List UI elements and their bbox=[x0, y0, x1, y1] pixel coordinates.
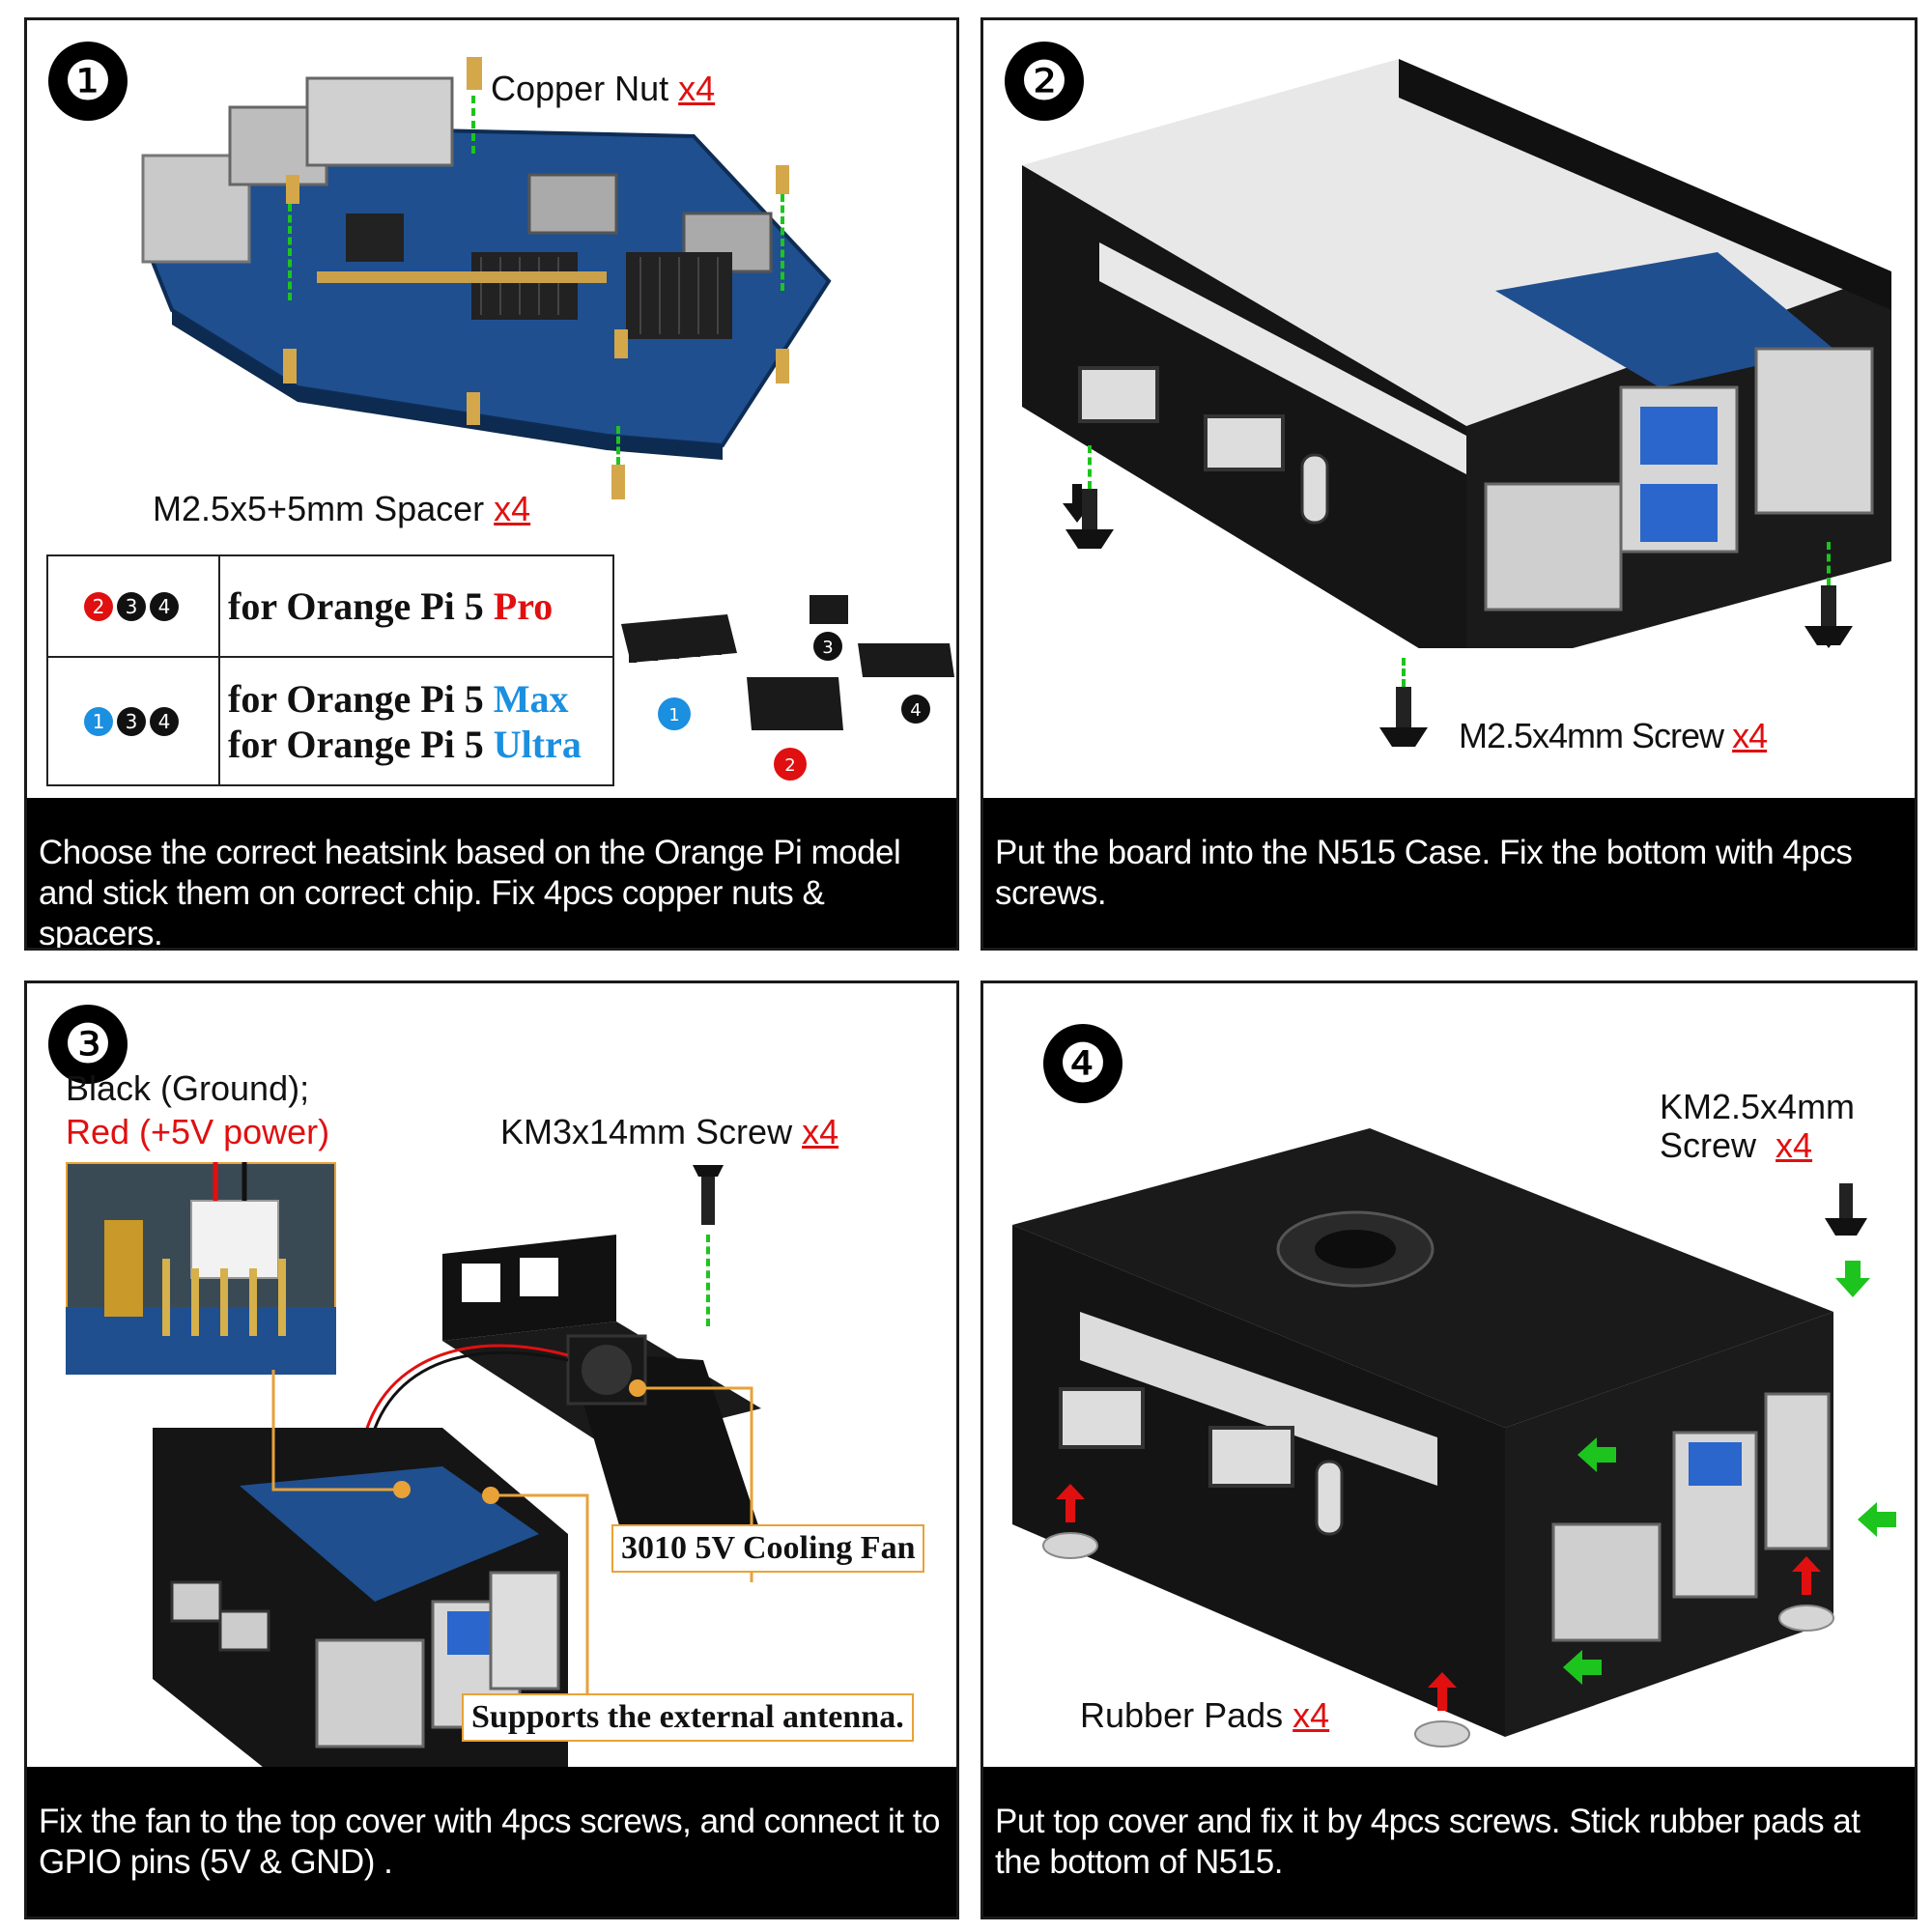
cooling-fan-callout: 3010 5V Cooling Fan bbox=[611, 1524, 925, 1573]
rubber-pad-icon bbox=[1414, 1720, 1470, 1747]
guide-line bbox=[1827, 542, 1831, 585]
copper-nut-label: Copper Nut x4 bbox=[491, 69, 716, 108]
fan-screw-label: KM3x14mm Screw x4 bbox=[500, 1112, 839, 1151]
cover-screw-label: KM2.5x4mm Screw x4 bbox=[1660, 1087, 1856, 1165]
step-4-panel: ❹ KM2.5x4mm Screw x4 Rubber Pads x4 Put … bbox=[980, 980, 1918, 1919]
screw-label: M2.5x4mm Screw x4 bbox=[1459, 716, 1768, 755]
red-arrow-icon bbox=[1428, 1672, 1457, 1711]
model-text: for Orange Pi 5 Pro bbox=[228, 584, 554, 628]
guide-line bbox=[288, 204, 292, 300]
gpio-closeup-image bbox=[66, 1162, 336, 1375]
step-2-caption: Put the board into the N515 Case. Fix th… bbox=[983, 798, 1915, 948]
screw-icon bbox=[1825, 1183, 1867, 1236]
green-arrow-icon bbox=[1563, 1650, 1602, 1685]
badge-3: 3 bbox=[117, 706, 146, 736]
green-arrow-icon bbox=[1577, 1437, 1616, 1472]
step-2-panel: ❷ M2.5x4mm Screw bbox=[980, 17, 1918, 951]
heatsink-badge-1: 1 bbox=[668, 705, 679, 725]
orange-pi-board-image bbox=[141, 57, 832, 499]
screw-icon bbox=[1804, 585, 1853, 645]
green-arrow-icon bbox=[1835, 1261, 1870, 1297]
rubber-pads-quantity: x4 bbox=[1293, 1695, 1330, 1735]
spacer-label: M2.5x5+5mm Spacer x4 bbox=[153, 489, 531, 528]
red-wire-label: Red (+5V power) bbox=[66, 1112, 330, 1151]
fan-and-case-image bbox=[153, 1235, 761, 1795]
red-arrow-icon bbox=[1792, 1556, 1821, 1595]
heatsink-badges: 1 3 4 bbox=[48, 658, 220, 784]
rubber-pad-icon bbox=[1778, 1605, 1834, 1632]
step-3-caption: Fix the fan to the top cover with 4pcs s… bbox=[27, 1767, 956, 1917]
rubber-pad-icon bbox=[1042, 1532, 1098, 1559]
badge-3: 3 bbox=[117, 591, 146, 621]
screw-icon bbox=[1065, 489, 1114, 549]
screw-icon bbox=[693, 1165, 724, 1225]
table-row: 2 3 4 for Orange Pi 5 Pro bbox=[48, 556, 612, 658]
screw-quantity: x4 bbox=[1732, 716, 1768, 755]
step-1-panel: ❶ bbox=[24, 17, 959, 951]
heatsinks-image: 1 2 3 4 bbox=[621, 595, 954, 781]
guide-line bbox=[1088, 445, 1092, 489]
step-3-panel: ❸ Black (Ground); Red (+5V power) KM3x14… bbox=[24, 980, 959, 1919]
rubber-pads-label: Rubber Pads x4 bbox=[1080, 1695, 1330, 1735]
green-arrow-icon bbox=[1858, 1502, 1896, 1537]
step-number-1: ❶ bbox=[48, 42, 128, 121]
cover-screw-quantity: x4 bbox=[1776, 1125, 1813, 1165]
step-number-3: ❸ bbox=[48, 1005, 128, 1084]
badge-4: 4 bbox=[150, 706, 179, 736]
guide-line bbox=[616, 426, 620, 465]
guide-line bbox=[781, 194, 784, 291]
heatsink-badge-2: 2 bbox=[784, 755, 795, 776]
case-with-board-image bbox=[1022, 59, 1891, 648]
badge-4: 4 bbox=[150, 591, 179, 621]
antenna-callout: Supports the external antenna. bbox=[462, 1693, 914, 1742]
red-arrow-icon bbox=[1056, 1484, 1085, 1522]
step-1-caption: Choose the correct heatsink based on the… bbox=[27, 798, 956, 948]
guide-line bbox=[471, 96, 475, 154]
badge-2: 2 bbox=[84, 591, 113, 621]
heatsink-model-table: 2 3 4 for Orange Pi 5 Pro 1 3 4 for Oran… bbox=[46, 554, 614, 786]
screw-icon bbox=[1379, 687, 1428, 747]
fan-screw-quantity: x4 bbox=[802, 1112, 839, 1151]
copper-nut-quantity: x4 bbox=[678, 69, 716, 108]
heatsink-badges: 2 3 4 bbox=[48, 556, 220, 656]
table-row: 1 3 4 for Orange Pi 5 Max for Orange Pi … bbox=[48, 658, 612, 784]
step-4-caption: Put top cover and fix it by 4pcs screws.… bbox=[983, 1767, 1915, 1917]
spacer-quantity: x4 bbox=[494, 489, 531, 528]
model-text: for Orange Pi 5 Max for Orange Pi 5 Ultr… bbox=[228, 676, 582, 766]
closed-case-image bbox=[1012, 1128, 1833, 1737]
black-wire-label: Black (Ground); bbox=[66, 1068, 310, 1108]
step-number-4: ❹ bbox=[1043, 1024, 1122, 1103]
heatsink-badge-4: 4 bbox=[910, 700, 921, 721]
badge-1: 1 bbox=[84, 706, 113, 736]
step-number-2: ❷ bbox=[1005, 42, 1084, 121]
guide-line bbox=[706, 1235, 710, 1326]
heatsink-badge-3: 3 bbox=[822, 638, 833, 658]
guide-line bbox=[1402, 658, 1406, 687]
